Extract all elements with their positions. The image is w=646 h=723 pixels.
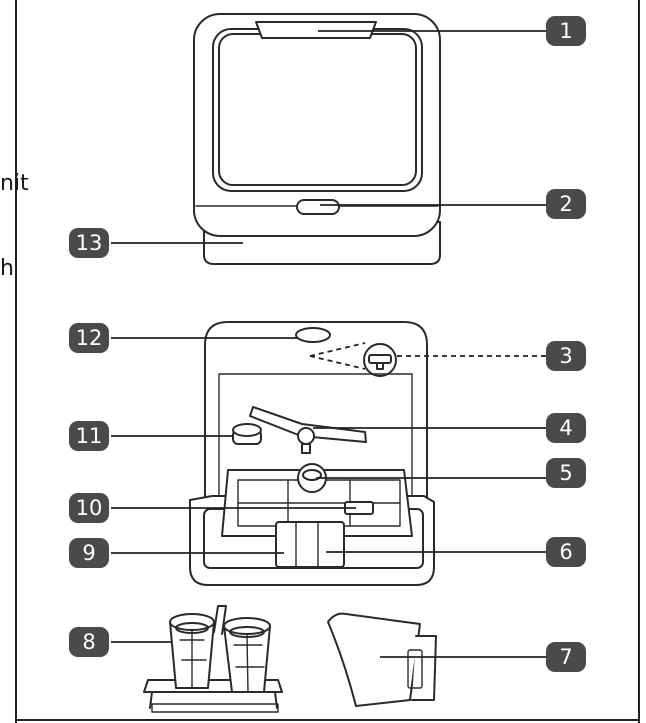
svg-text:5: 5 — [559, 461, 572, 485]
svg-text:13: 13 — [76, 231, 103, 255]
callout-badge-13: 13 — [69, 228, 109, 258]
callout-badge-7: 7 — [546, 642, 586, 672]
svg-text:7: 7 — [559, 645, 572, 669]
callout-badge-5: 5 — [546, 458, 586, 488]
callout-badge-9: 9 — [69, 538, 109, 568]
callout-badge-1: 1 — [546, 16, 586, 46]
callout-badge-6: 6 — [546, 537, 586, 567]
callout-badge-3: 3 — [546, 341, 586, 371]
measuring-jug — [327, 612, 437, 707]
callout-badge-8: 8 — [69, 627, 109, 657]
side-text-line-2: h — [0, 256, 14, 281]
svg-text:6: 6 — [559, 540, 572, 564]
callout-badge-4: 4 — [546, 413, 586, 443]
svg-text:1: 1 — [559, 19, 572, 43]
svg-text:8: 8 — [82, 630, 95, 654]
open-dishwasher — [189, 321, 435, 586]
cutlery-basket — [143, 605, 283, 713]
closed-dishwasher — [193, 13, 441, 265]
svg-text:9: 9 — [82, 541, 95, 565]
svg-text:2: 2 — [559, 192, 572, 216]
callout-badge-2: 2 — [546, 189, 586, 219]
callout-badge-12: 12 — [69, 323, 109, 353]
svg-text:11: 11 — [76, 424, 103, 448]
svg-text:3: 3 — [559, 344, 572, 368]
svg-text:12: 12 — [76, 326, 103, 350]
leader-lines — [111, 30, 548, 658]
svg-text:10: 10 — [76, 496, 103, 520]
svg-text:4: 4 — [559, 416, 572, 440]
callout-badge-10: 10 — [69, 493, 109, 523]
side-text-line-1: nit — [0, 171, 29, 196]
callout-badge-11: 11 — [69, 421, 109, 451]
